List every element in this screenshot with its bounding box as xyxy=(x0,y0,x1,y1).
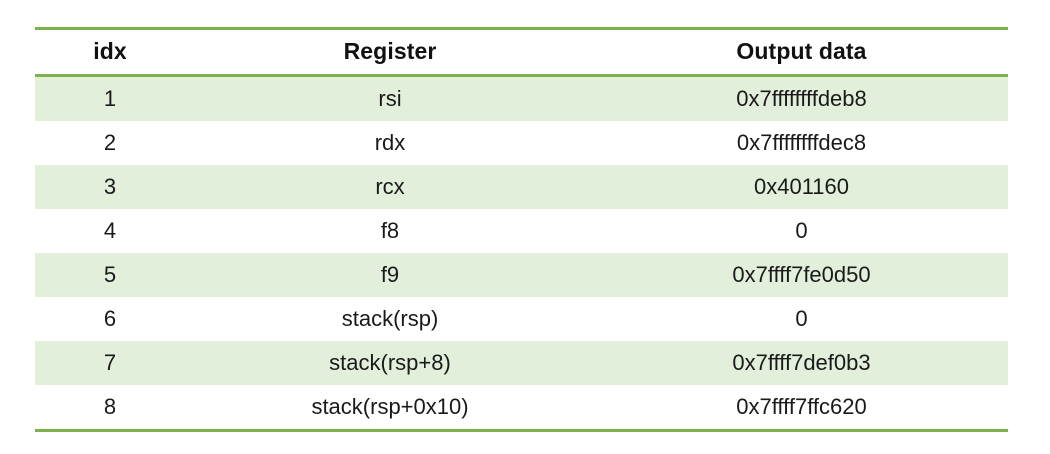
cell-output: 0x7ffff7fe0d50 xyxy=(595,253,1008,297)
cell-idx: 2 xyxy=(35,121,185,165)
table-row: 8 stack(rsp+0x10) 0x7ffff7ffc620 xyxy=(35,385,1008,432)
cell-output: 0 xyxy=(595,209,1008,253)
cell-output: 0x7ffff7ffc620 xyxy=(595,385,1008,432)
cell-idx: 1 xyxy=(35,75,185,121)
cell-output: 0x7ffff7def0b3 xyxy=(595,341,1008,385)
register-output-table: idx Register Output data 1 rsi 0x7ffffff… xyxy=(35,27,1008,432)
table-row: 4 f8 0 xyxy=(35,209,1008,253)
column-header-register: Register xyxy=(185,27,595,77)
cell-output: 0 xyxy=(595,297,1008,341)
table-row: 7 stack(rsp+8) 0x7ffff7def0b3 xyxy=(35,341,1008,385)
cell-idx: 7 xyxy=(35,341,185,385)
cell-idx: 4 xyxy=(35,209,185,253)
cell-register: rdx xyxy=(185,121,595,165)
table-header-row: idx Register Output data xyxy=(35,27,1008,77)
cell-register: f8 xyxy=(185,209,595,253)
cell-idx: 3 xyxy=(35,165,185,209)
table-body: 1 rsi 0x7ffffffffdeb8 2 rdx 0x7ffffffffd… xyxy=(35,75,1008,432)
cell-idx: 8 xyxy=(35,385,185,432)
cell-register: f9 xyxy=(185,253,595,297)
cell-output: 0x401160 xyxy=(595,165,1008,209)
table-row: 6 stack(rsp) 0 xyxy=(35,297,1008,341)
table-row: 5 f9 0x7ffff7fe0d50 xyxy=(35,253,1008,297)
column-header-output: Output data xyxy=(595,27,1008,77)
cell-idx: 6 xyxy=(35,297,185,341)
register-output-table-container: idx Register Output data 1 rsi 0x7ffffff… xyxy=(35,27,1008,432)
table-row: 3 rcx 0x401160 xyxy=(35,165,1008,209)
cell-register: stack(rsp) xyxy=(185,297,595,341)
cell-register: stack(rsp+8) xyxy=(185,341,595,385)
cell-idx: 5 xyxy=(35,253,185,297)
cell-register: stack(rsp+0x10) xyxy=(185,385,595,432)
table-row: 1 rsi 0x7ffffffffdeb8 xyxy=(35,75,1008,121)
table-row: 2 rdx 0x7ffffffffdec8 xyxy=(35,121,1008,165)
cell-register: rcx xyxy=(185,165,595,209)
cell-register: rsi xyxy=(185,75,595,121)
cell-output: 0x7ffffffffdec8 xyxy=(595,121,1008,165)
table-header: idx Register Output data xyxy=(35,27,1008,77)
column-header-idx: idx xyxy=(35,27,185,77)
cell-output: 0x7ffffffffdeb8 xyxy=(595,75,1008,121)
